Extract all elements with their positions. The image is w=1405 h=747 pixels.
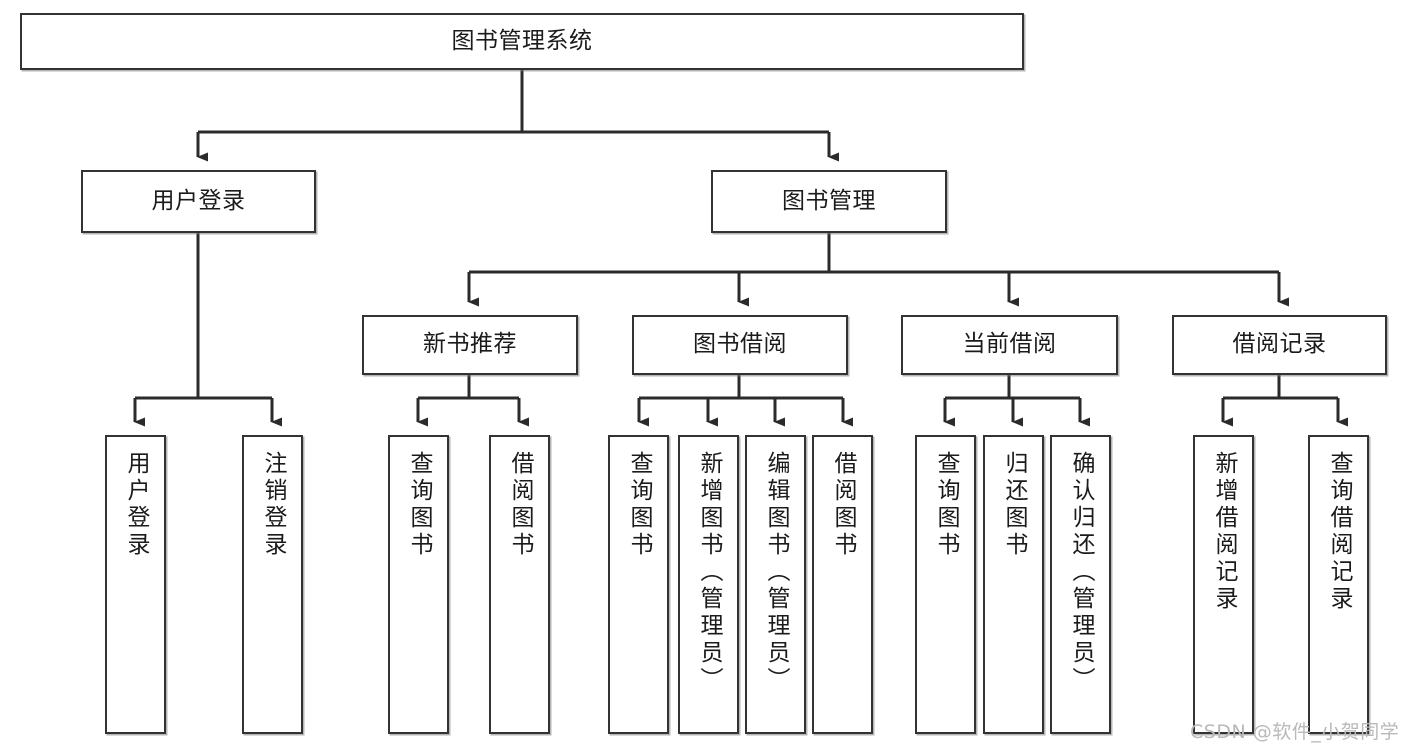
node-new-book-recommend-label: 新书推荐 xyxy=(423,331,517,358)
node-user-login-label: 用户登录 xyxy=(151,187,246,214)
node-leaf-add-book[interactable]: 新增图书（管理员） xyxy=(678,435,739,734)
node-leaf-borrow-book-1-label: 借阅图书 xyxy=(507,451,533,559)
node-leaf-confirm-return-label: 确认归还（管理员） xyxy=(1068,451,1094,694)
node-book-management[interactable]: 图书管理 xyxy=(711,170,947,233)
node-leaf-add-record-label: 新增借阅记录 xyxy=(1211,451,1237,613)
node-leaf-query-book-2-label: 查询图书 xyxy=(626,451,652,559)
node-leaf-edit-book[interactable]: 编辑图书（管理员） xyxy=(745,435,806,734)
node-leaf-query-book-2[interactable]: 查询图书 xyxy=(608,435,669,734)
node-borrow-record-label: 借阅记录 xyxy=(1232,331,1327,358)
node-book-borrow-label: 图书借阅 xyxy=(693,331,787,358)
node-leaf-user-login-label: 用户登录 xyxy=(123,451,149,559)
node-leaf-borrow-book-2[interactable]: 借阅图书 xyxy=(812,435,873,734)
node-leaf-query-book-3[interactable]: 查询图书 xyxy=(915,435,976,734)
node-root-label: 图书管理系统 xyxy=(451,27,593,54)
node-user-login[interactable]: 用户登录 xyxy=(81,170,316,233)
node-leaf-confirm-return[interactable]: 确认归还（管理员） xyxy=(1050,435,1111,734)
node-current-borrow-label: 当前借阅 xyxy=(962,331,1057,358)
node-leaf-borrow-book-1[interactable]: 借阅图书 xyxy=(489,435,550,734)
node-leaf-logout-login[interactable]: 注销登录 xyxy=(242,435,303,734)
node-book-management-label: 图书管理 xyxy=(782,187,876,214)
node-leaf-return-book[interactable]: 归还图书 xyxy=(983,435,1044,734)
node-leaf-query-record-label: 查询借阅记录 xyxy=(1326,451,1352,613)
node-leaf-query-book-3-label: 查询图书 xyxy=(933,451,959,559)
watermark-text: CSDN @软件_小贺同学 xyxy=(1190,721,1400,743)
node-leaf-logout-login-label: 注销登录 xyxy=(260,451,286,559)
node-leaf-edit-book-label: 编辑图书（管理员） xyxy=(763,451,789,694)
node-leaf-query-book-1-label: 查询图书 xyxy=(406,451,432,559)
node-leaf-return-book-label: 归还图书 xyxy=(1001,451,1027,559)
node-leaf-user-login[interactable]: 用户登录 xyxy=(105,435,166,734)
node-leaf-query-book-1[interactable]: 查询图书 xyxy=(388,435,449,734)
node-borrow-record[interactable]: 借阅记录 xyxy=(1172,315,1387,375)
node-leaf-add-book-label: 新增图书（管理员） xyxy=(696,451,722,694)
node-leaf-borrow-book-2-label: 借阅图书 xyxy=(830,451,856,559)
node-new-book-recommend[interactable]: 新书推荐 xyxy=(362,315,578,375)
node-leaf-query-record[interactable]: 查询借阅记录 xyxy=(1308,435,1369,734)
node-leaf-add-record[interactable]: 新增借阅记录 xyxy=(1193,435,1254,734)
node-book-borrow[interactable]: 图书借阅 xyxy=(632,315,848,375)
node-current-borrow[interactable]: 当前借阅 xyxy=(901,315,1118,375)
node-root[interactable]: 图书管理系统 xyxy=(20,13,1024,70)
